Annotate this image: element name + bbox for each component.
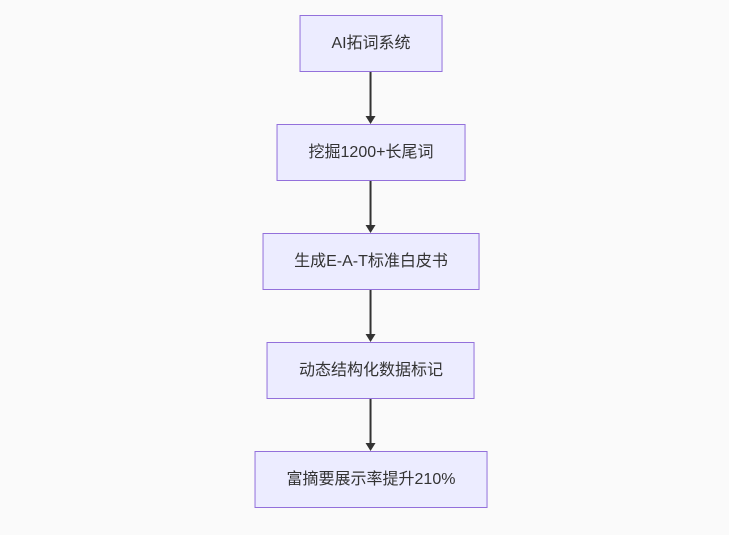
flowchart: AI拓词系统 挖掘1200+长尾词 生成E-A-T标准白皮书 动态结构化数据标记… xyxy=(254,15,488,508)
arrow-line xyxy=(370,290,372,334)
arrowhead-down-icon xyxy=(366,443,376,451)
arrow-down-connector xyxy=(365,72,377,124)
arrow-down-connector xyxy=(365,399,377,451)
flow-node-ai-keyword-system: AI拓词系统 xyxy=(299,15,443,72)
arrow-line xyxy=(370,72,372,116)
flow-node-longtail-mining: 挖掘1200+长尾词 xyxy=(276,124,466,181)
arrow-down-connector xyxy=(365,290,377,342)
flow-node-eat-whitepaper: 生成E-A-T标准白皮书 xyxy=(262,233,480,290)
arrow-down-connector xyxy=(365,181,377,233)
arrow-line xyxy=(370,181,372,225)
arrowhead-down-icon xyxy=(366,116,376,124)
flow-node-structured-data-markup: 动态结构化数据标记 xyxy=(266,342,475,399)
arrowhead-down-icon xyxy=(366,225,376,233)
arrowhead-down-icon xyxy=(366,334,376,342)
arrow-line xyxy=(370,399,372,443)
flow-node-rich-snippet-uplift: 富摘要展示率提升210% xyxy=(254,451,488,508)
